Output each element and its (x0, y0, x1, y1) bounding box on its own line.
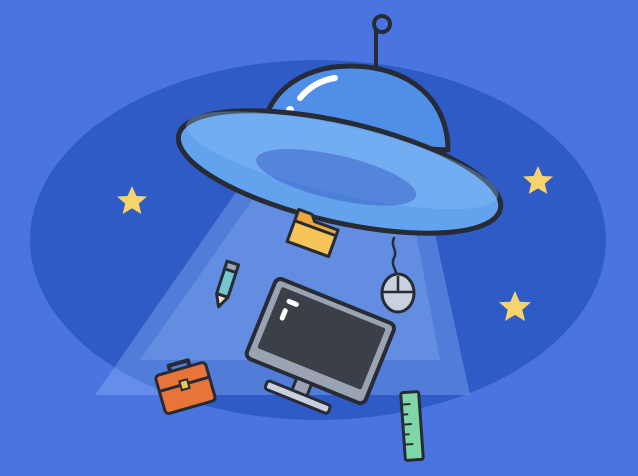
dome-highlight (297, 75, 338, 101)
monitor-icon (244, 277, 397, 415)
star-icon (499, 291, 531, 321)
star-icon (523, 166, 553, 194)
ufo (175, 14, 504, 236)
computer-mouse-icon (380, 236, 416, 314)
ruler-icon (399, 390, 425, 462)
saucer-underside (256, 149, 417, 206)
pen-icon (215, 259, 241, 309)
briefcase-icon (154, 358, 217, 416)
folder-icon (285, 207, 340, 258)
star-icon (117, 186, 147, 214)
antenna-ball (372, 14, 392, 34)
